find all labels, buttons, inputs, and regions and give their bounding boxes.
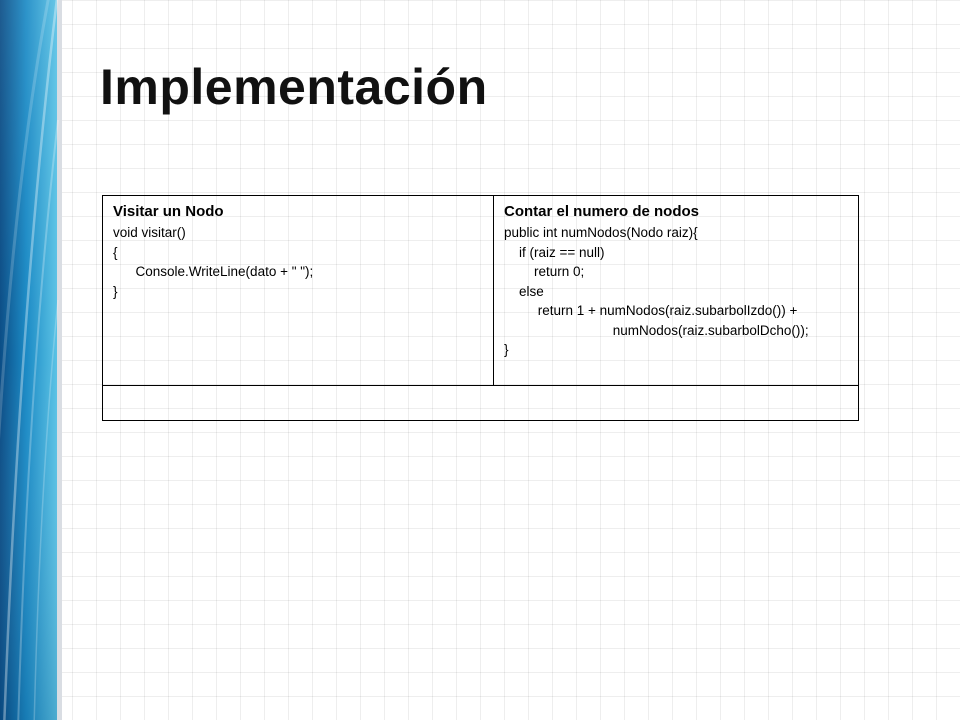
empty-cell <box>102 385 859 421</box>
code-line: } <box>504 342 509 357</box>
code-table: Visitar un Nodo void visitar() { Console… <box>102 195 859 421</box>
slide-title: Implementación <box>100 59 488 115</box>
visit-node-heading: Visitar un Nodo <box>113 203 224 220</box>
code-line: { <box>113 244 118 260</box>
table-row: Visitar un Nodo void visitar() { Console… <box>102 195 859 386</box>
code-line: if (raiz == null) <box>504 244 605 260</box>
count-nodes-heading: Contar el numero de nodos <box>504 203 700 220</box>
code-line: void visitar() <box>113 225 186 240</box>
code-line: else <box>504 283 544 299</box>
code-line: return 0; <box>504 264 585 279</box>
decorative-side-bar <box>0 0 62 720</box>
code-line: return 1 + numNodos(raiz.subarbolIzdo())… <box>504 303 798 318</box>
table-row-empty <box>102 385 859 421</box>
code-line: numNodos(raiz.subarbolDcho()); <box>504 322 809 338</box>
visit-node-cell: Visitar un Nodo void visitar() { Console… <box>102 195 494 386</box>
code-line: } <box>113 283 118 299</box>
code-line: Console.WriteLine(dato + " "); <box>113 264 314 279</box>
code-line: public int numNodos(Nodo raiz){ <box>504 225 698 240</box>
count-nodes-cell: Contar el numero de nodos public int num… <box>493 195 859 386</box>
